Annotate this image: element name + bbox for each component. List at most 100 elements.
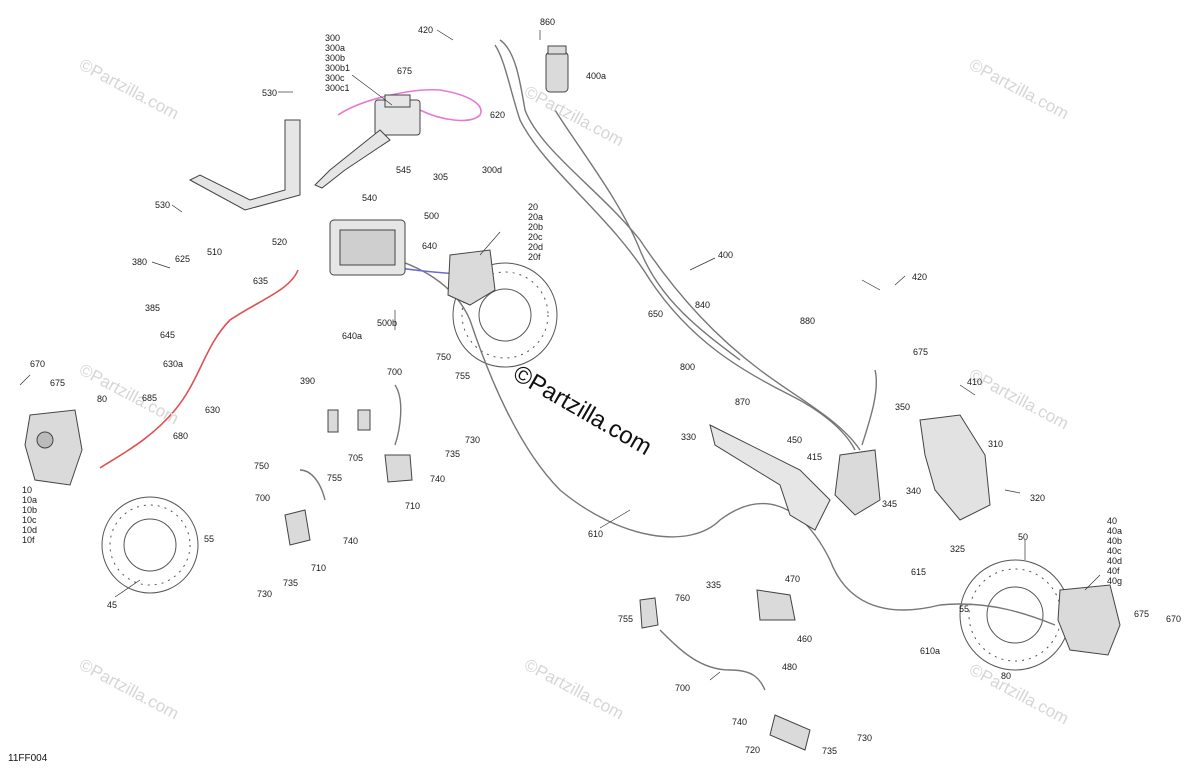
callout-700: 700 [255,493,271,503]
callout-310: 310 [988,439,1004,449]
callout-760: 760 [675,593,691,603]
callout-735: 735 [445,449,461,459]
callout-300: 300 300a 300b 300b1 300c 300c1 [325,33,351,93]
brake-lines [299,39,1056,691]
callout-80: 80 [97,394,108,404]
callout-50: 50 [1018,532,1029,542]
callout-470: 470 [785,574,801,584]
callout-385: 385 [145,303,161,313]
callout-680: 680 [173,431,189,441]
callout-675: 675 [50,378,66,388]
callout-755: 755 [327,473,343,483]
callout-530: 530 [155,200,171,210]
callout-500: 500 [424,211,440,221]
callout-755: 755 [618,614,634,624]
callout-735: 735 [822,746,838,756]
bracket-310 [919,414,991,521]
callout-80: 80 [1001,671,1012,681]
callout-710: 710 [405,501,421,511]
callout-520: 520 [272,237,288,247]
callout-740: 740 [343,536,359,546]
callout-740: 740 [732,717,748,727]
callout-460: 460 [797,634,813,644]
callout-610: 610 [588,529,604,539]
brake-pedal [709,424,831,531]
abs-module [329,219,406,276]
callout-10: 10 10a 10b 10c 10d 10f [22,485,38,545]
callout-755: 755 [455,371,471,381]
callout-415: 415 [807,452,823,462]
callout-630a: 630a [163,359,184,369]
callout-630: 630 [205,405,221,415]
callout-675: 675 [913,347,929,357]
front-left-brake-disc [101,496,199,594]
wheel-speed-sensors [284,409,811,751]
callout-40: 40 40a 40b 40c 40d 40f 40g [1107,516,1123,586]
leader-lines [19,29,1101,681]
front-right-brake-disc [452,262,558,368]
callout-305: 305 [433,172,449,182]
callout-400a: 400a [586,71,607,81]
callout-650: 650 [648,309,664,319]
callout-615: 615 [911,567,927,577]
callout-20: 20 20a 20b 20c 20d 20f [528,202,544,262]
callout-720: 720 [745,745,761,755]
bracket-510 [188,119,301,211]
callout-730: 730 [857,733,873,743]
callout-625: 625 [175,254,191,264]
callout-390: 390 [300,376,316,386]
rear-brake-disc [959,559,1071,671]
callout-870: 870 [735,397,751,407]
callout-730: 730 [465,435,481,445]
callout-670: 670 [30,359,46,369]
callout-480: 480 [782,662,798,672]
callout-340: 340 [906,486,922,496]
callout-685: 685 [142,393,158,403]
callout-675: 675 [1134,609,1150,619]
callout-420: 420 [418,25,434,35]
callout-350: 350 [895,402,911,412]
callout-335: 335 [706,580,722,590]
callout-840: 840 [695,300,711,310]
callout-620: 620 [490,110,506,120]
callout-330: 330 [681,432,697,442]
line-630-red [99,269,299,469]
callout-675: 675 [397,66,413,76]
callout-545: 545 [396,165,412,175]
callout-420: 420 [912,272,928,282]
callout-400: 400 [718,250,734,260]
callout-880: 880 [800,316,816,326]
callout-345: 345 [882,499,898,509]
front-left-caliper [24,409,83,486]
callout-730: 730 [257,589,273,599]
callout-410: 410 [967,377,983,387]
callout-640: 640 [422,241,438,251]
callout-300d: 300d [482,165,503,175]
callout-450: 450 [787,435,803,445]
callout-500b: 500b [377,318,398,328]
front-right-caliper [447,249,496,306]
callout-735: 735 [283,578,299,588]
callout-320: 320 [1030,493,1046,503]
callout-700: 700 [387,367,403,377]
callout-610a: 610a [920,646,941,656]
callout-860: 860 [540,17,556,27]
callout-750: 750 [436,352,452,362]
master-cylinder [314,94,421,189]
rear-master-cylinder [834,449,881,516]
callout-510: 510 [207,247,223,257]
rear-caliper [1057,584,1121,656]
callout-750: 750 [254,461,270,471]
callout-640a: 640a [342,331,363,341]
callout-705: 705 [348,453,364,463]
callout-700: 700 [675,683,691,693]
callout-740: 740 [430,474,446,484]
callout-800: 800 [680,362,696,372]
callout-55: 55 [204,534,215,544]
callout-45: 45 [107,600,118,610]
callout-55: 55 [959,604,970,614]
callout-635: 635 [253,276,269,286]
callout-325: 325 [950,544,966,554]
